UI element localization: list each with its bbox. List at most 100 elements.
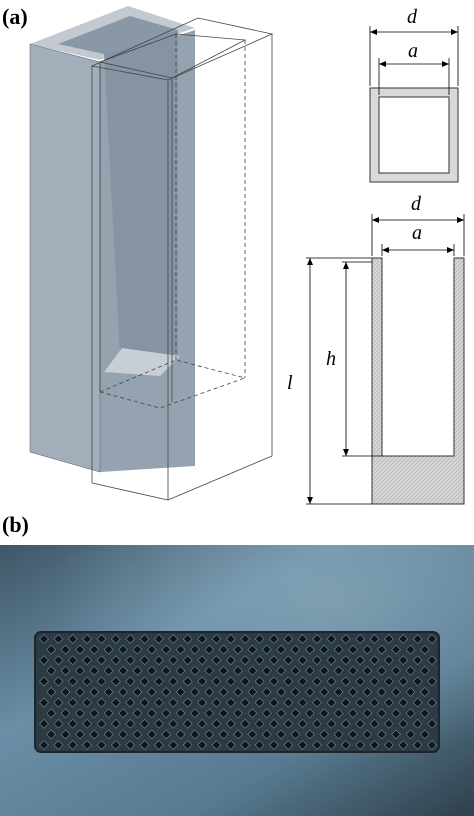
hole (405, 644, 416, 655)
hole (326, 634, 337, 644)
hole (197, 655, 207, 666)
hole (96, 697, 107, 708)
hole (225, 740, 236, 750)
hole (175, 729, 186, 740)
hole (125, 718, 136, 729)
hole (154, 655, 164, 666)
hole (391, 644, 401, 655)
hole (182, 634, 193, 644)
hole (197, 740, 207, 750)
hole (391, 665, 401, 676)
hole (398, 634, 409, 644)
hole (197, 634, 207, 644)
hole (218, 644, 229, 655)
hole (218, 729, 229, 740)
hole (290, 729, 301, 740)
hole (326, 718, 337, 729)
hole (398, 740, 409, 750)
hole (154, 740, 164, 750)
hole (333, 665, 344, 676)
hole (362, 729, 373, 740)
hole (355, 718, 366, 729)
hole (39, 634, 49, 644)
hole (412, 697, 423, 708)
hole (247, 708, 258, 719)
hole (384, 718, 394, 729)
hole (197, 718, 207, 729)
hole (39, 697, 49, 708)
hole (190, 644, 200, 655)
hole (297, 697, 308, 708)
hole (96, 740, 107, 750)
hole (412, 676, 423, 687)
hole (391, 687, 401, 697)
hole (283, 740, 294, 750)
hole (125, 740, 136, 750)
hole (254, 697, 265, 708)
hole (89, 644, 100, 655)
hole (240, 718, 251, 729)
hole (182, 740, 193, 750)
hole (96, 634, 107, 644)
hole (118, 687, 128, 697)
hole (53, 697, 64, 708)
hole (376, 708, 387, 719)
hole (427, 740, 437, 750)
hole (60, 665, 71, 676)
hole (261, 729, 272, 740)
hole (218, 665, 229, 676)
hole (139, 655, 150, 666)
hole (39, 676, 49, 687)
hole (261, 665, 272, 676)
hole (405, 729, 416, 740)
hole (125, 697, 136, 708)
hole (53, 634, 64, 644)
hole (60, 729, 71, 740)
hole (82, 655, 92, 666)
hole (46, 729, 57, 740)
hole (146, 644, 157, 655)
hole (304, 687, 315, 697)
hole (261, 708, 272, 719)
hole (82, 697, 92, 708)
hole (182, 697, 193, 708)
hole (240, 676, 251, 687)
hole (419, 687, 430, 697)
hole (75, 729, 85, 740)
hole (82, 634, 92, 644)
hole (384, 697, 394, 708)
hole (384, 655, 394, 666)
hole (96, 676, 107, 687)
hole (132, 644, 143, 655)
hole (369, 740, 380, 750)
hole (233, 665, 243, 676)
hole (405, 665, 416, 676)
hole (269, 676, 279, 687)
hole (427, 676, 437, 687)
hole (125, 634, 136, 644)
hole (427, 634, 437, 644)
hole (132, 708, 143, 719)
hole (204, 687, 215, 697)
hole (211, 697, 222, 708)
hole (312, 634, 322, 644)
hole (419, 708, 430, 719)
hole (254, 676, 265, 687)
hole (53, 740, 64, 750)
hole (60, 687, 71, 697)
hole (218, 687, 229, 697)
hole (340, 676, 351, 687)
hole (276, 708, 286, 719)
hole (384, 740, 394, 750)
hole (182, 718, 193, 729)
hole (154, 697, 164, 708)
hole (161, 644, 172, 655)
hole (290, 644, 301, 655)
hole (139, 676, 150, 687)
hole (419, 644, 430, 655)
hole (269, 634, 279, 644)
hole (348, 729, 358, 740)
hole (233, 729, 243, 740)
hole (103, 687, 114, 697)
hole (297, 740, 308, 750)
